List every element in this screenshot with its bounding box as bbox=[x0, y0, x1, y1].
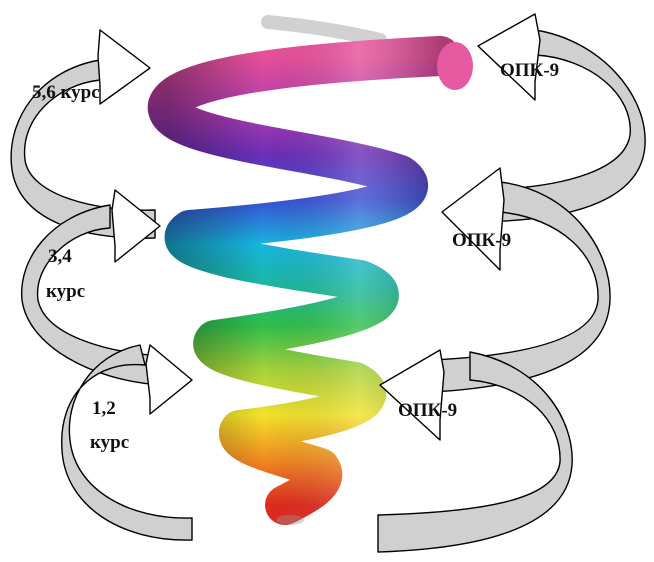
rainbow-spiral bbox=[148, 15, 473, 525]
spiral-bottom-shadow bbox=[276, 515, 304, 525]
left-label-middle-line2: курс bbox=[46, 281, 85, 302]
left-label-bottom-line2: курс bbox=[90, 432, 129, 453]
spiral-tail bbox=[261, 15, 387, 47]
left-arrow-bottom bbox=[61, 344, 193, 541]
spiral-top-cap bbox=[437, 42, 473, 90]
left-label-top: 5,6 курс bbox=[32, 82, 100, 103]
left-label-middle-line1: 3,4 bbox=[48, 246, 72, 267]
left-arrow-top bbox=[10, 29, 156, 239]
left-label-bottom-line1: 1,2 bbox=[92, 398, 116, 419]
right-arrow-bottom bbox=[377, 349, 573, 553]
right-label-top: ОПК-9 bbox=[500, 60, 559, 81]
right-label-bottom: ОПК-9 bbox=[398, 400, 457, 421]
spiral-shading bbox=[148, 36, 460, 525]
right-label-middle: ОПК-9 bbox=[452, 230, 511, 251]
